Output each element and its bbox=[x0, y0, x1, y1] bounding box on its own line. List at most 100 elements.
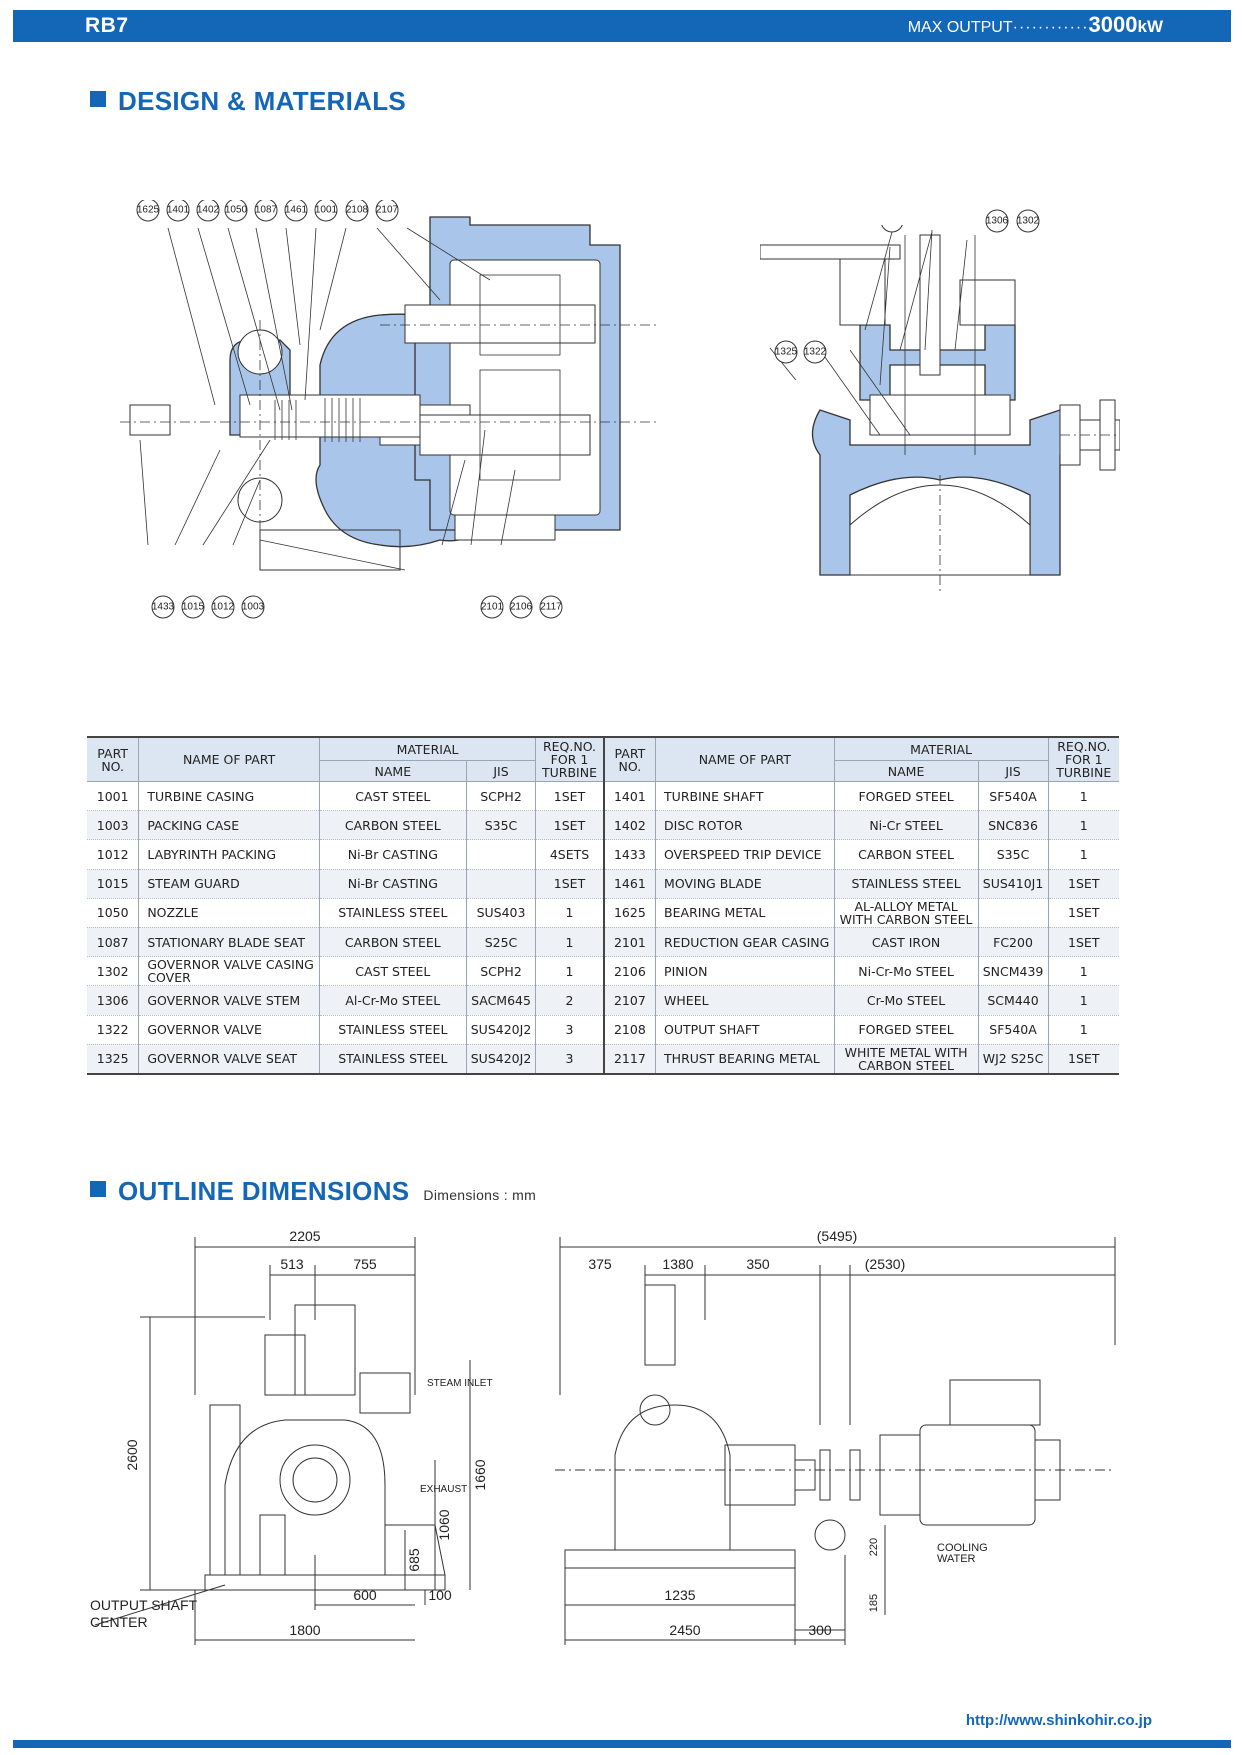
cell-jis2: SCM440 bbox=[978, 985, 1049, 1016]
svg-text:1402: 1402 bbox=[197, 205, 220, 216]
max-output-label: MAX OUTPUT bbox=[907, 19, 1013, 36]
cell-mat2: CARBON STEEL bbox=[834, 839, 979, 870]
cell-mat: STAINLESS STEEL bbox=[319, 1044, 467, 1075]
cell-name2: OUTPUT SHAFT bbox=[655, 1015, 835, 1045]
dim-1060: 1060 bbox=[436, 1509, 452, 1540]
cell-mat2: STAINLESS STEEL bbox=[834, 869, 979, 899]
svg-text:2117: 2117 bbox=[540, 602, 562, 613]
callout-1402: 1402 bbox=[196, 200, 220, 222]
cell-jis2: S35C bbox=[978, 839, 1049, 870]
cell-req2: 1 bbox=[1048, 781, 1119, 812]
cell-no2: 1433 bbox=[603, 839, 657, 870]
cell-mat: CARBON STEEL bbox=[319, 810, 467, 841]
callout-1625: 1625 bbox=[136, 200, 160, 222]
cell-name: GOVERNOR VALVE SEAT bbox=[138, 1044, 320, 1075]
cell-no: 1302 bbox=[87, 956, 140, 987]
header-part-no: PART NO. bbox=[87, 737, 140, 782]
callout-1401: 1401 bbox=[166, 200, 190, 222]
cell-no: 1015 bbox=[87, 869, 140, 899]
max-output-dots: ············ bbox=[1012, 19, 1089, 36]
cell-req: 3 bbox=[535, 1015, 605, 1045]
callout-2106: 2106 bbox=[509, 595, 533, 619]
cell-req: 3 bbox=[535, 1044, 605, 1075]
cell-mat: STAINLESS STEEL bbox=[319, 1015, 467, 1045]
svg-text:1087: 1087 bbox=[255, 205, 278, 216]
callout-1433: 1433 bbox=[151, 595, 175, 619]
cell-jis: S35C bbox=[466, 810, 537, 841]
dim-2450: 2450 bbox=[669, 1622, 700, 1638]
cell-mat2: CAST IRON bbox=[834, 927, 979, 958]
cell-jis2: SNC836 bbox=[978, 810, 1049, 841]
cell-no2: 2107 bbox=[603, 985, 657, 1016]
svg-text:2108: 2108 bbox=[346, 205, 369, 216]
cell-mat2: WHITE METAL WITH CARBON STEEL bbox=[834, 1044, 979, 1075]
cell-jis2: SF540A bbox=[978, 1015, 1049, 1045]
outline-title-text: OUTLINE DIMENSIONS bbox=[118, 1176, 410, 1206]
cell-jis2: FC200 bbox=[978, 927, 1049, 958]
cell-no2: 1625 bbox=[603, 898, 657, 928]
cell-no: 1050 bbox=[87, 898, 140, 928]
label-cooling: COOLING bbox=[937, 1542, 988, 1554]
outline-subtitle: Dimensions : mm bbox=[423, 1187, 537, 1203]
header-jis-2: JIS bbox=[978, 760, 1049, 782]
cell-req2: 1 bbox=[1048, 839, 1119, 870]
cell-no2: 2117 bbox=[603, 1044, 657, 1075]
cell-name2: REDUCTION GEAR CASING bbox=[655, 927, 835, 958]
cell-jis: S25C bbox=[466, 927, 537, 958]
callout-1306 bbox=[881, 225, 903, 233]
label-output-shaft: OUTPUT SHAFT bbox=[90, 1597, 198, 1613]
svg-text:1625: 1625 bbox=[137, 205, 160, 216]
callout-1001: 1001 bbox=[314, 200, 338, 222]
dim-1660: 1660 bbox=[472, 1459, 488, 1490]
svg-text:1306: 1306 bbox=[986, 216, 1009, 227]
callout-1087: 1087 bbox=[254, 200, 278, 222]
outline-front-view-drawing: (5495) 375 1380 350 (2530) 1235 2450 300… bbox=[555, 1228, 1116, 1645]
cell-req2: 1SET bbox=[1048, 1044, 1119, 1075]
max-output-value: 3000 bbox=[1088, 12, 1138, 37]
cell-name: GOVERNOR VALVE bbox=[138, 1015, 320, 1045]
outline-section-title: OUTLINE DIMENSIONS Dimensions : mm bbox=[90, 1176, 536, 1207]
svg-text:1012: 1012 bbox=[212, 602, 235, 613]
cell-req: 1SET bbox=[535, 869, 605, 899]
cell-req2: 1SET bbox=[1048, 927, 1119, 958]
cell-mat2: FORGED STEEL bbox=[834, 1015, 979, 1045]
cell-jis2: SUS410J1 bbox=[978, 869, 1049, 899]
dim-1235: 1235 bbox=[664, 1587, 695, 1603]
header-mat-name: NAME bbox=[319, 760, 467, 782]
dim-2600: 2600 bbox=[124, 1439, 140, 1470]
header-name-of-part: NAME OF PART bbox=[138, 737, 320, 782]
cell-name2: DISC ROTOR bbox=[655, 810, 835, 841]
cell-no2: 2101 bbox=[603, 927, 657, 958]
cell-name2: OVERSPEED TRIP DEVICE bbox=[655, 839, 835, 870]
svg-text:2106: 2106 bbox=[510, 602, 533, 613]
website-link[interactable]: http://www.shinkohir.co.jp bbox=[965, 1712, 1152, 1729]
cell-name2: BEARING METAL bbox=[655, 898, 835, 928]
cell-jis: SCPH2 bbox=[466, 956, 537, 987]
cell-mat: Al-Cr-Mo STEEL bbox=[319, 985, 467, 1016]
cell-jis: SUS420J2 bbox=[466, 1015, 537, 1045]
cell-req: 1 bbox=[535, 927, 605, 958]
cell-no2: 2108 bbox=[603, 1015, 657, 1045]
cell-no2: 1401 bbox=[603, 781, 657, 812]
cell-name: PACKING CASE bbox=[138, 810, 320, 841]
cell-req: 1SET bbox=[535, 781, 605, 812]
cell-req2: 1 bbox=[1048, 810, 1119, 841]
cell-mat2: AL-ALLOY METAL WITH CARBON STEEL bbox=[834, 898, 979, 928]
table-header-row: PART NO. NAME OF PART MATERIAL REQ.NO. F… bbox=[87, 737, 1119, 782]
callout-1302: 1302 bbox=[1016, 209, 1040, 233]
square-bullet-icon bbox=[90, 91, 106, 107]
dim-2205: 2205 bbox=[289, 1228, 320, 1244]
header-name-of-part-2: NAME OF PART bbox=[655, 737, 835, 782]
cell-req: 1 bbox=[535, 956, 605, 987]
cell-jis bbox=[466, 869, 537, 899]
svg-text:1461: 1461 bbox=[285, 205, 308, 216]
outline-side-view-drawing: 2205 513 755 2600 1660 1060 685 600 100 … bbox=[90, 1228, 493, 1645]
cell-mat: CAST STEEL bbox=[319, 781, 467, 812]
cell-name2: THRUST BEARING METAL bbox=[655, 1044, 835, 1075]
header-part-no-2: PART NO. bbox=[603, 737, 657, 782]
callout-1050: 1050 bbox=[224, 200, 248, 222]
